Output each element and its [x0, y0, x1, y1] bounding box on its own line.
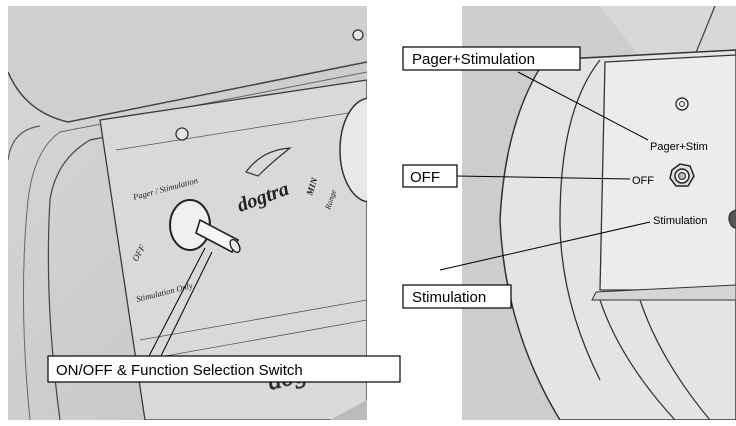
leader-line-pager-stimulation	[517, 71, 649, 141]
leader-line-off	[455, 175, 631, 180]
right-label-stimulation: Stimulation	[653, 215, 707, 227]
callout-on-off-function-switch: ON/OFF & Function Selection Switch	[47, 355, 401, 383]
callout-on-off-function-switch-text: ON/OFF & Function Selection Switch	[56, 362, 303, 379]
callout-stimulation-text: Stimulation	[412, 289, 486, 306]
svg-text:Pager+Stim: Pager+Stim	[650, 141, 708, 153]
callout-pager-stimulation: Pager+Stimulation	[402, 46, 581, 71]
callout-off-text: OFF	[410, 169, 440, 186]
svg-text:OFF: OFF	[632, 175, 654, 187]
right-label-off: OFF	[632, 175, 654, 187]
left-device-illustration: dogtra	[8, 6, 367, 420]
svg-text:ON/OFF & Function Selection Sw: ON/OFF & Function Selection Switch	[56, 362, 303, 379]
svg-text:OFF: OFF	[410, 169, 440, 186]
right-device-illustration	[462, 6, 736, 420]
callout-stimulation: Stimulation	[402, 284, 512, 309]
right-label-pager-stim: Pager+Stim	[650, 141, 708, 153]
svg-text:Stimulation: Stimulation	[412, 289, 486, 306]
callout-off: OFF	[402, 164, 458, 188]
svg-text:Pager+Stimulation: Pager+Stimulation	[412, 51, 535, 68]
svg-text:Stimulation: Stimulation	[653, 215, 707, 227]
left-leader-line-a	[147, 247, 206, 359]
callout-pager-stimulation-text: Pager+Stimulation	[412, 51, 535, 68]
left-leader-line-b	[159, 251, 213, 359]
leader-line-stimulation	[439, 221, 651, 271]
